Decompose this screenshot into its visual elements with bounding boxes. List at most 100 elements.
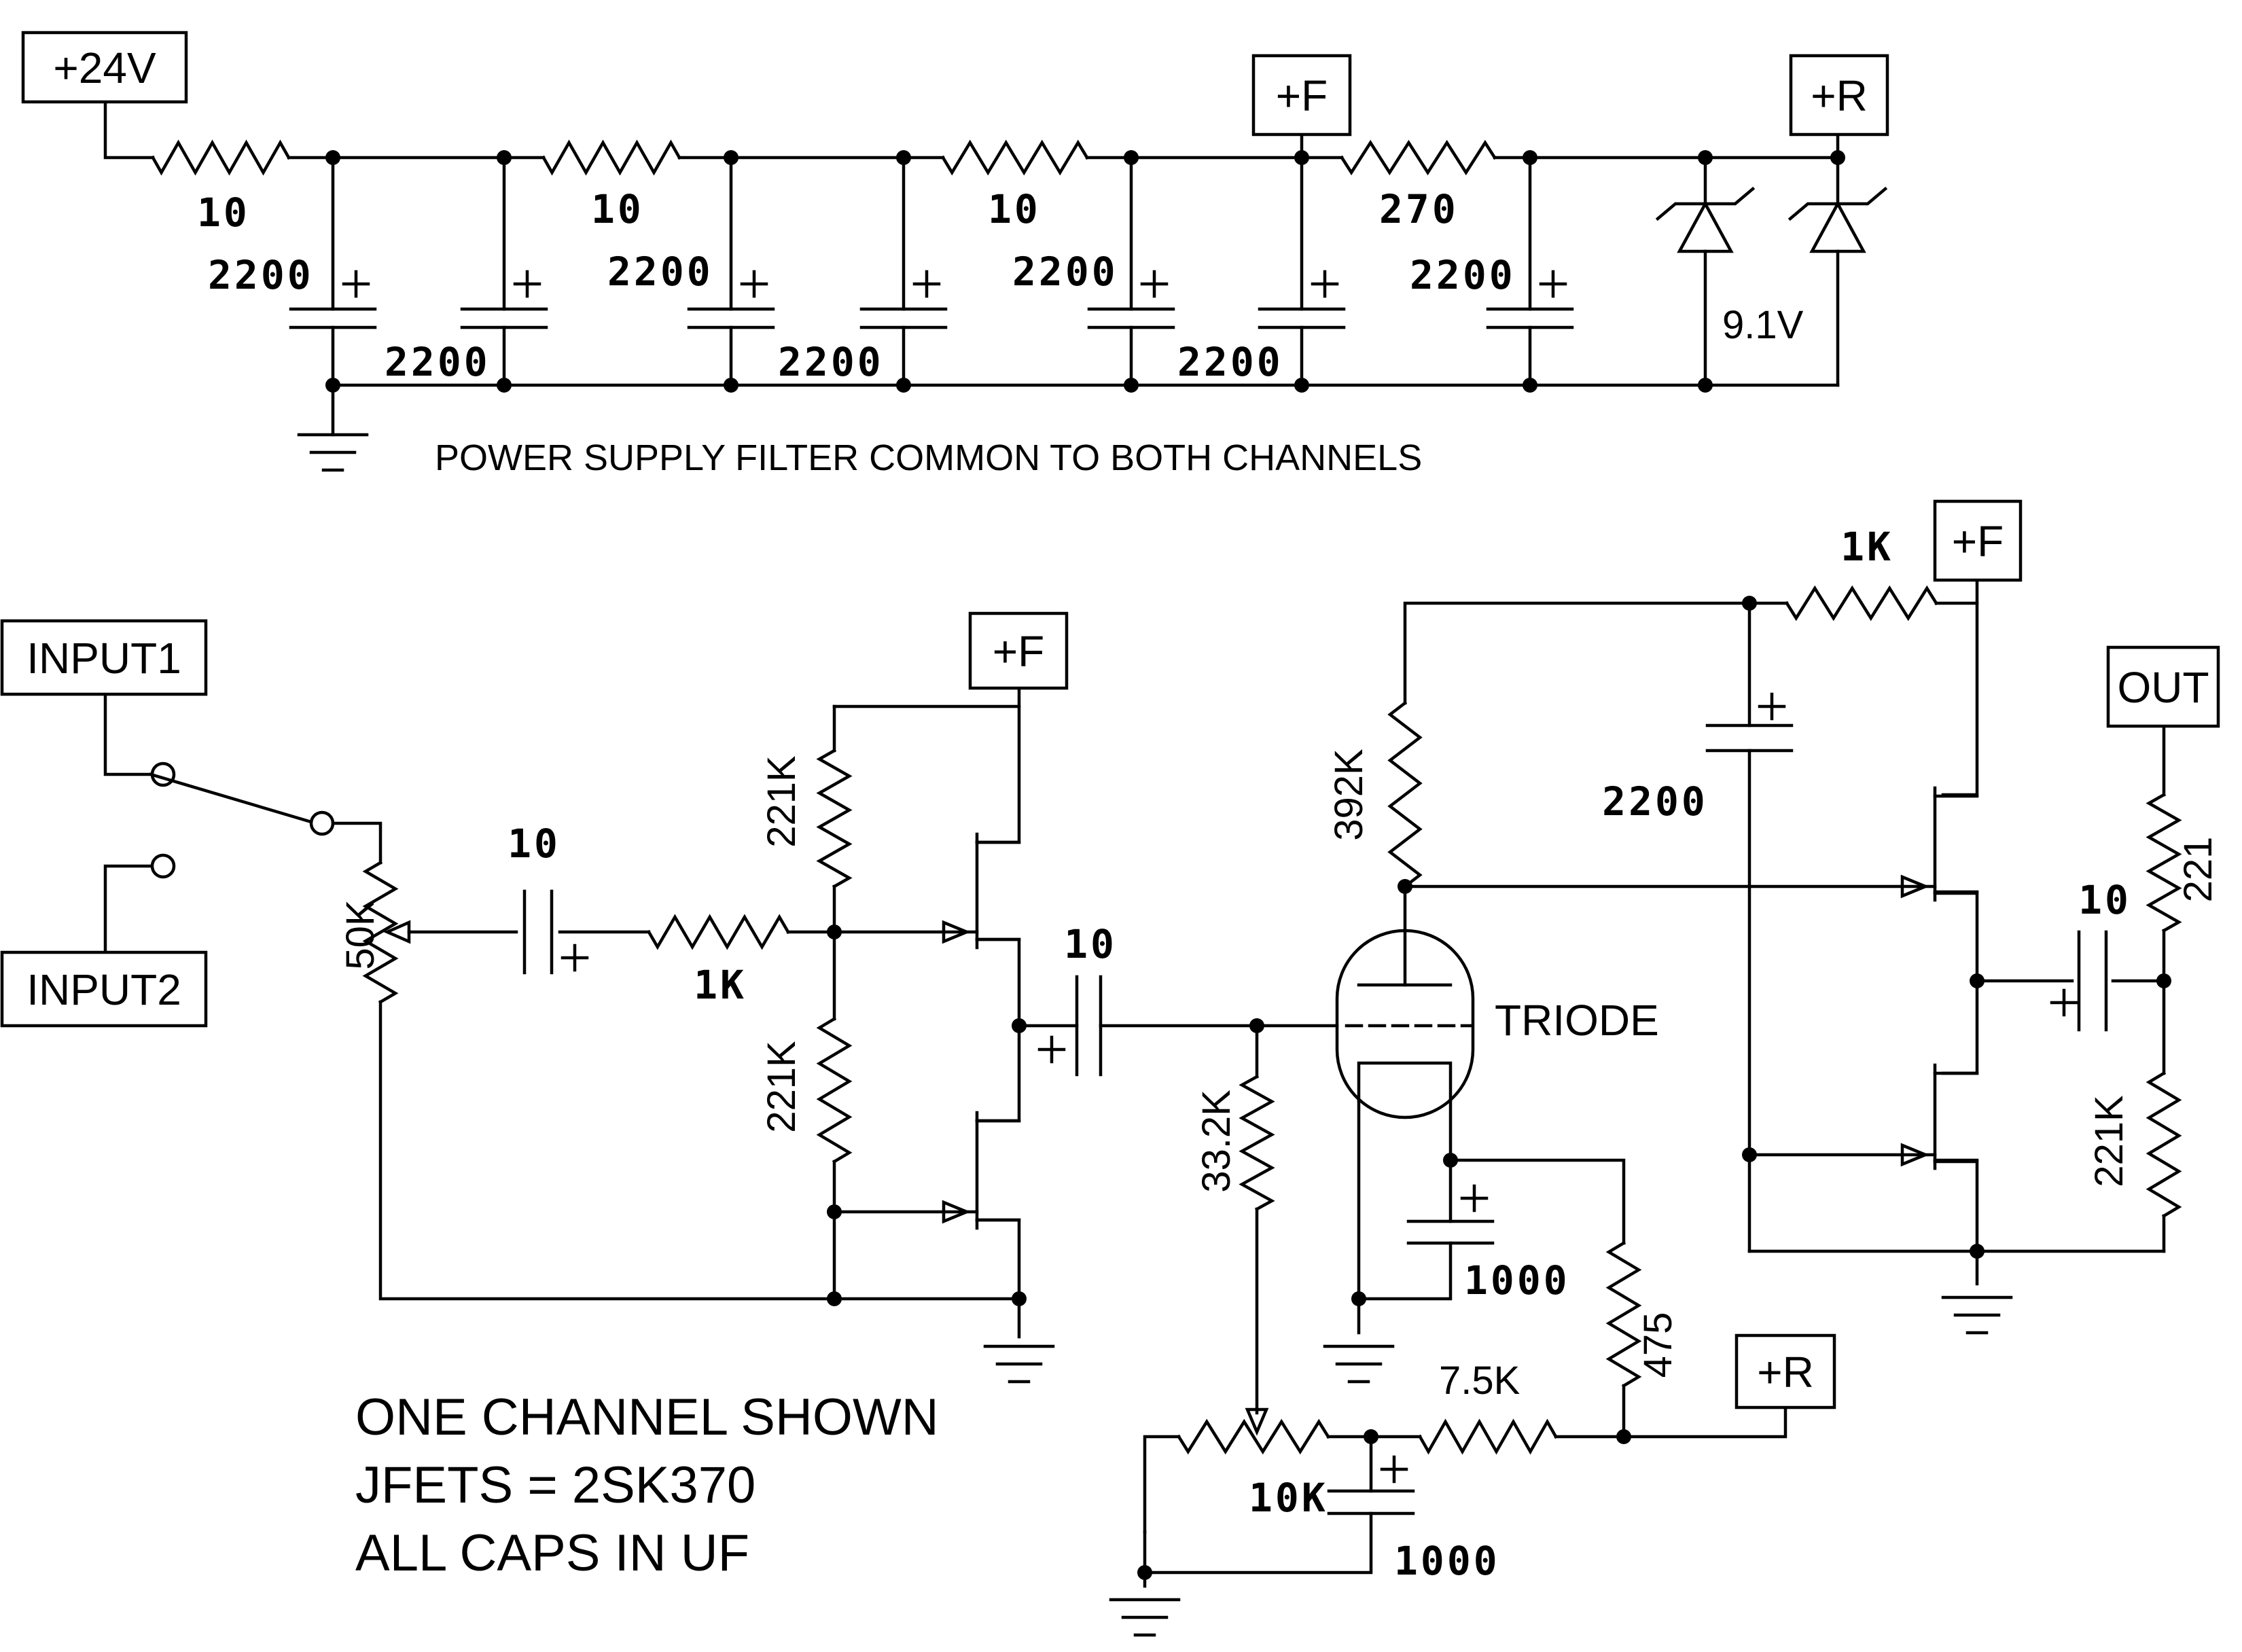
terminal-input1-label: INPUT1: [26, 634, 181, 683]
jfet-output-lower: [1933, 1063, 1979, 1170]
junction-dot: [1294, 150, 1309, 165]
terminal-output-box: [2106, 645, 2220, 728]
label-cap-coupling: 10: [1064, 921, 1117, 967]
label-resistor-divider-top: 221K: [760, 755, 804, 848]
junction-dot: [1742, 596, 1757, 611]
junction-dot: [1523, 150, 1537, 165]
note-line-1: ONE CHANNEL SHOWN: [355, 1388, 939, 1446]
plus-sign: [1037, 1035, 1066, 1064]
ground-icon: [297, 433, 369, 472]
terminal-f-input-label: +F: [993, 627, 1044, 676]
junction-dot: [827, 924, 842, 939]
resistor-psu-r4: [1339, 139, 1497, 176]
terminal-input1-box: [0, 619, 208, 696]
junction-dot: [497, 378, 512, 393]
label-pot-volume: 50K: [338, 899, 382, 970]
plus-sign: [1380, 1455, 1408, 1484]
zener-bar: [1787, 186, 1888, 221]
plus-sign: [342, 270, 370, 298]
ground-icon: [983, 1344, 1055, 1384]
pot-wiper-arrow: [383, 920, 411, 944]
junction-dot: [724, 150, 739, 165]
wire: [103, 692, 153, 776]
label-cap-cathode: 1000: [1464, 1257, 1570, 1304]
label-cap-output-filter: 2200: [1602, 778, 1708, 825]
label-cap-output: 10: [2078, 877, 2131, 923]
resistor-divider-top: [816, 748, 853, 889]
gate-arrow: [1900, 1143, 1929, 1167]
label-resistor-divider-bottom: 221K: [760, 1041, 804, 1133]
plus-sign: [1460, 1184, 1489, 1213]
zener-diode-1: [1655, 186, 1756, 253]
label-psu-c5: 2200: [1012, 249, 1118, 295]
label-resistor-cathode: 475: [1636, 1312, 1680, 1378]
wire: [1941, 578, 1979, 797]
triode-tube: [1335, 929, 1475, 1119]
resistor-divider-bottom: [816, 1016, 853, 1164]
junction-dot: [1616, 1429, 1631, 1444]
note-line-3: ALL CAPS IN UF: [355, 1524, 749, 1582]
potentiometer-bias: [1176, 1418, 1331, 1455]
label-cap-input: 10: [508, 821, 560, 867]
junction-dot: [896, 150, 911, 165]
terminal-f-output-box: [1933, 499, 2023, 582]
resistor-bias-series: [1417, 1418, 1559, 1455]
switch-lever: [149, 772, 313, 824]
junction-dot: [1830, 150, 1845, 165]
resistor-cathode: [1605, 1240, 1642, 1388]
wire: [975, 686, 1021, 844]
plus-sign: [2050, 988, 2078, 1017]
junction-dot: [2156, 973, 2171, 988]
label-resistor-plate: 392K: [1327, 749, 1371, 841]
resistor-gate: [646, 914, 791, 950]
label-psu-r4: 270: [1379, 186, 1459, 232]
ground-icon: [1109, 1598, 1181, 1637]
resistor-psu-r2: [541, 139, 682, 176]
capacitor-cathode: [1406, 1219, 1495, 1245]
plus-sign: [513, 270, 541, 298]
wire: [1448, 1158, 1626, 1245]
junction-dot: [1124, 150, 1139, 165]
wire: [331, 821, 382, 865]
label-resistor-output-load: 221K: [2087, 1095, 2131, 1187]
zener-triangle: [1677, 200, 1734, 253]
label-psu-r2: 10: [591, 186, 644, 232]
junction-dot: [1124, 378, 1139, 393]
junction-dot: [1137, 1565, 1152, 1580]
switch-contact: [150, 853, 176, 879]
terminal-r-bias-label: +R: [1757, 1348, 1814, 1397]
wire: [378, 1000, 836, 1301]
junction-dot: [1523, 378, 1537, 393]
label-psu-c6: 2200: [1177, 339, 1283, 385]
terminal-24v-label: +24V: [53, 43, 156, 92]
junction-dot: [827, 1291, 842, 1306]
terminal-r-bias-box: [1734, 1333, 1836, 1409]
junction-dot: [1398, 879, 1412, 894]
ground-icon: [1323, 1344, 1395, 1384]
resistor-psu-r3: [940, 139, 1090, 176]
wire: [1357, 1241, 1453, 1301]
junction-dots: [325, 150, 2171, 1580]
junction-dot: [827, 1204, 842, 1219]
label-psu-c2: 2200: [385, 339, 491, 385]
junction-dot: [1012, 1291, 1027, 1306]
plus-sign: [1311, 270, 1339, 298]
wire: [103, 864, 153, 954]
components: [149, 139, 2182, 1637]
terminal-input2-box: [0, 950, 208, 1028]
capacitor-bias: [1327, 1489, 1415, 1515]
gate-arrow: [1900, 874, 1929, 899]
wire: [975, 1218, 1021, 1339]
jfet-lower: [975, 1111, 1021, 1230]
gate-arrow: [942, 920, 971, 944]
junction-dot: [1698, 150, 1713, 165]
resistor-grid: [1239, 1074, 1275, 1212]
resistor-output-feed: [1784, 585, 1939, 622]
junction-dot: [1351, 1291, 1366, 1306]
label-psu-c4: 2200: [778, 339, 884, 385]
wire: [103, 100, 155, 160]
capacitor-psu-c4: [859, 307, 948, 329]
jfet-upper: [975, 832, 1021, 950]
junction-dot: [497, 150, 512, 165]
